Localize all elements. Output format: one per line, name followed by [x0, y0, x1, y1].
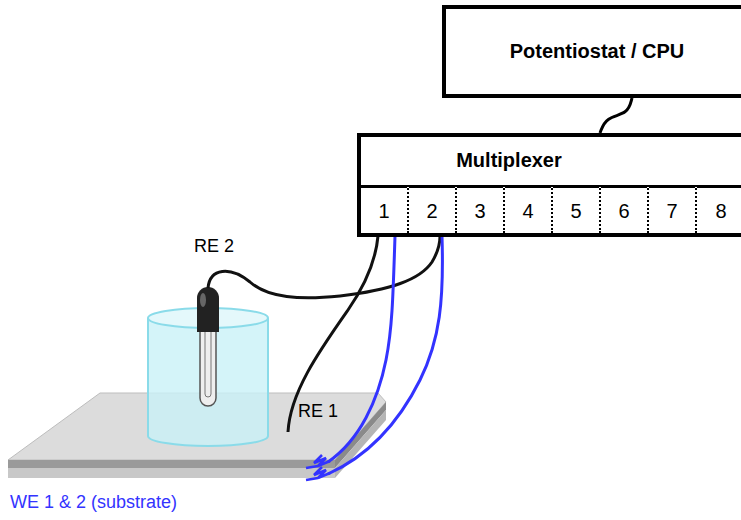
- channel-cell: 3: [457, 185, 505, 233]
- channel-cell: 4: [505, 185, 553, 233]
- channel-number: 1: [378, 200, 389, 223]
- working-electrode-label: WE 1 & 2 (substrate): [10, 492, 177, 513]
- channel-cell: 6: [601, 185, 649, 233]
- potentiostat-box: Potentiostat / CPU: [442, 5, 741, 98]
- channel-number: 5: [570, 200, 581, 223]
- we2-wire: [328, 236, 442, 474]
- beaker-body: [148, 318, 268, 446]
- we1-clip: [306, 455, 330, 468]
- electrode-inner: [205, 330, 211, 397]
- plate-layer: [8, 468, 335, 478]
- cap-highlight: [200, 293, 206, 307]
- electrode-label: RE 1: [298, 401, 338, 422]
- channel-number: 3: [474, 200, 485, 223]
- plate-layer: [8, 460, 335, 468]
- we1-wire: [328, 236, 395, 462]
- channel-cell: 7: [649, 185, 697, 233]
- box-title: Potentiostat / CPU: [510, 40, 684, 63]
- channel-number: 7: [666, 200, 677, 223]
- reference-electrode: [197, 287, 219, 406]
- we2-clip: [306, 467, 330, 480]
- channel-number: 2: [426, 200, 437, 223]
- multiplexer-box: Multiplexer 1 2 3 4 5 6 7 8: [357, 133, 741, 237]
- channel-cell: 5: [553, 185, 601, 233]
- channel-cell: 1: [361, 185, 409, 233]
- channel-number: 4: [522, 200, 533, 223]
- channel-cell: 8: [697, 185, 741, 233]
- cable: [600, 98, 632, 133]
- plate-side: [335, 402, 386, 468]
- re2-wire: [208, 236, 440, 298]
- re1-wire: [288, 236, 378, 432]
- box-title: Multiplexer: [361, 149, 657, 172]
- channel-number: 6: [618, 200, 629, 223]
- electrode-cap: [197, 287, 219, 332]
- channel-number: 8: [715, 200, 726, 223]
- electrode-glass: [200, 320, 216, 406]
- electrode-label: RE 2: [194, 236, 234, 257]
- channel-cell: 2: [409, 185, 457, 233]
